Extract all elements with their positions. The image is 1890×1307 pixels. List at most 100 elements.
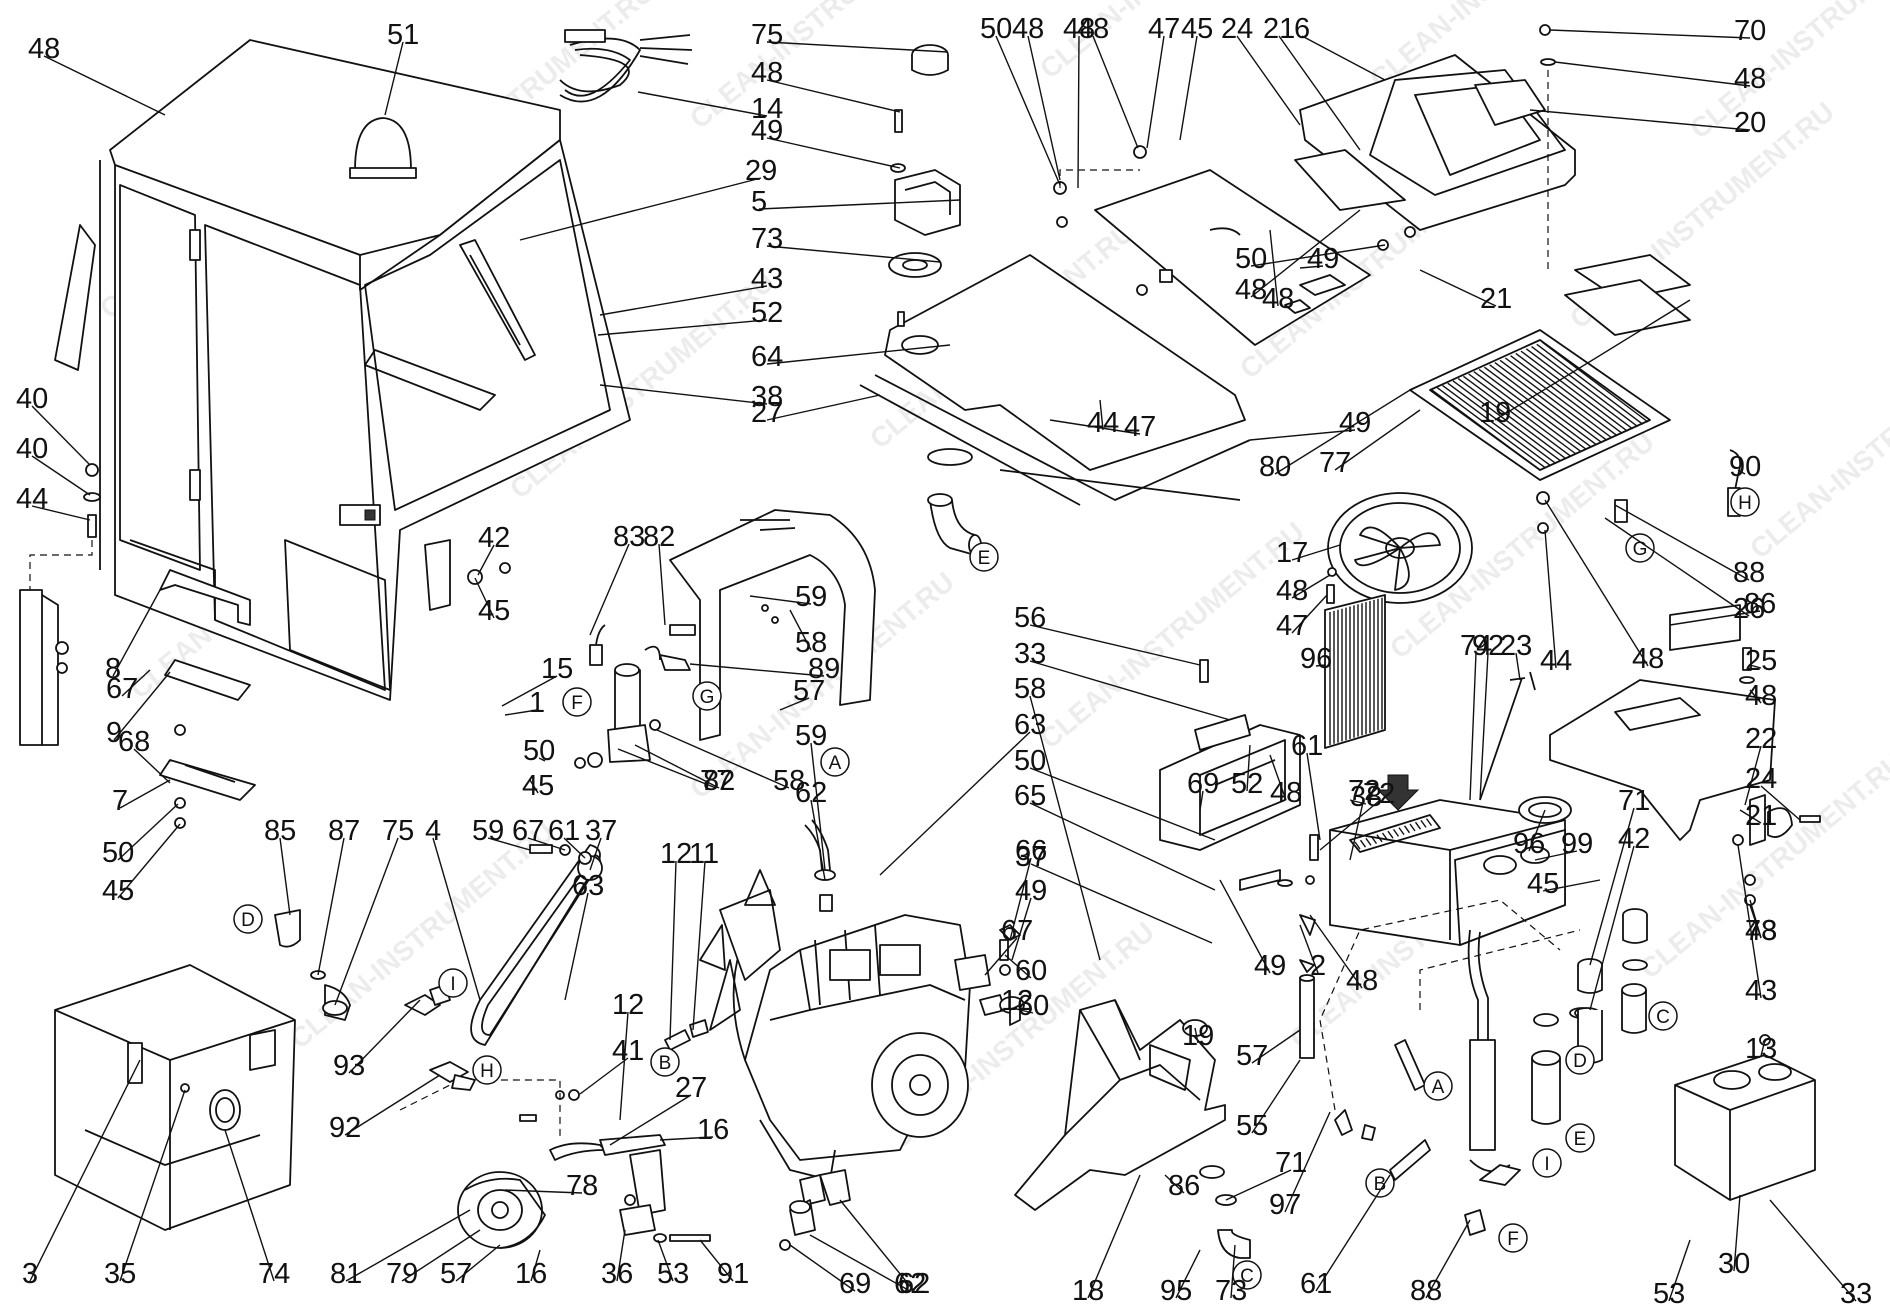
leader-line <box>789 609 812 651</box>
part-number-label: 48 <box>1745 915 1777 947</box>
leader-line <box>599 384 768 405</box>
part-number-label: 49 <box>1254 950 1286 982</box>
part-number-label: 47 <box>1148 13 1180 45</box>
part-number-label: 63 <box>572 870 604 902</box>
part-number-label: 47 <box>1276 610 1308 642</box>
leader-line <box>334 837 399 1006</box>
part-number-label: 97 <box>1269 1189 1301 1221</box>
leader-line <box>1604 517 1750 617</box>
part-number-label: 8 <box>105 653 121 685</box>
part-number-label: 20 <box>1734 107 1766 139</box>
leader-line <box>501 675 558 707</box>
leader-line <box>133 748 171 784</box>
leader-line <box>749 595 812 605</box>
leader-line <box>1291 574 1331 599</box>
part-number-label: 58 <box>1014 673 1046 705</box>
engine-mounts <box>779 1004 1021 1251</box>
part-number-label: 55 <box>1236 1110 1268 1142</box>
leader-line <box>401 1229 481 1282</box>
drain-tube <box>1479 671 1536 801</box>
part-number-label: 40 <box>16 383 48 415</box>
leader-line <box>530 1249 541 1282</box>
part-number-label: 67 <box>1001 915 1033 947</box>
side-cover <box>669 509 876 741</box>
leader-line <box>112 589 161 677</box>
part-number-label: 21 <box>1745 800 1777 832</box>
leader-line <box>1269 229 1279 307</box>
part-number-label: 44 <box>16 483 48 515</box>
part-number-label: 58 <box>795 627 827 659</box>
leader-line <box>1319 800 1380 851</box>
connector-callout: D <box>1565 1045 1595 1075</box>
part-number-label: 21 <box>1263 13 1295 45</box>
heater-box <box>1239 774 1572 1173</box>
leader-line <box>1274 389 1411 475</box>
leader-line <box>119 1089 186 1282</box>
connector-letter: E <box>1574 1129 1587 1150</box>
connector-letter: I <box>450 974 455 995</box>
part-number-label: 70 <box>1734 15 1766 47</box>
leader-line <box>1306 752 1321 841</box>
leader-line <box>117 803 179 861</box>
leader-line <box>117 823 181 899</box>
part-number-label: 17 <box>1276 537 1308 569</box>
part-number-label: 64 <box>751 341 783 373</box>
leader-line <box>579 1057 629 1095</box>
leader-line <box>1744 745 1762 806</box>
part-number-label: 48 <box>1745 680 1777 712</box>
part-number-label: 59 <box>472 815 504 847</box>
connector-callout: A <box>820 747 850 777</box>
part-number-label: 45 <box>478 595 510 627</box>
part-number-label: 67 <box>106 673 138 705</box>
leader-line <box>999 1007 1018 1011</box>
leader-line <box>29 1059 141 1282</box>
part-number-label: 41 <box>612 1035 644 1067</box>
leader-line <box>1549 29 1751 39</box>
part-number-label: 11 <box>689 838 719 870</box>
connector-callout: C <box>1232 1260 1262 1290</box>
connector-letter: I <box>1544 1154 1549 1175</box>
leader-line <box>1030 863 1213 944</box>
leader-line <box>121 669 151 697</box>
part-number-label: 45 <box>522 770 554 802</box>
part-number-label: 48 <box>1262 283 1294 315</box>
connector-callout: E <box>969 542 999 572</box>
part-number-label: 9 <box>106 717 122 749</box>
leader-line <box>1164 1174 1185 1194</box>
part-number-label: 60 <box>1017 990 1049 1022</box>
part-number-label: 81 <box>330 1258 362 1290</box>
part-number-label: 86 <box>1744 588 1776 620</box>
leader-line <box>766 245 941 263</box>
leader-line <box>809 1234 911 1292</box>
connector-callout: G <box>1625 533 1655 563</box>
leader-line <box>669 860 677 1041</box>
part-number-label: 59 <box>795 581 827 613</box>
leader-line <box>1419 269 1497 307</box>
part-number-label: 45 <box>1181 13 1213 45</box>
leader-line <box>1349 797 1365 861</box>
part-number-label: 73 <box>751 223 783 255</box>
connector-callout: H <box>472 1055 502 1085</box>
part-number-label: 75 <box>751 19 783 51</box>
part-number-label: 12 <box>660 838 692 870</box>
part-number-label: 4 <box>425 815 441 847</box>
leader-line <box>766 137 901 169</box>
leader-line <box>1737 844 1762 999</box>
leader-line <box>477 544 495 576</box>
leader-line <box>1769 1199 1857 1302</box>
part-number-label: 53 <box>1653 1278 1685 1307</box>
leader-line <box>984 937 1018 976</box>
leader-line <box>659 1136 714 1141</box>
part-number-label: 57 <box>1236 1040 1268 1072</box>
part-number-label: 48 <box>1734 63 1766 95</box>
leader-line <box>1219 879 1271 974</box>
part-number-label: 61 <box>1291 730 1323 762</box>
leader-line <box>564 892 589 1001</box>
connector-letter: A <box>829 753 842 774</box>
part-number-label: 48 <box>1270 777 1302 809</box>
part-number-label: 49 <box>751 115 783 147</box>
part-number-label: 23 <box>1500 630 1532 662</box>
leader-line <box>597 319 768 336</box>
leader-line <box>1479 652 1489 801</box>
part-number-label: 3 <box>22 1258 38 1290</box>
